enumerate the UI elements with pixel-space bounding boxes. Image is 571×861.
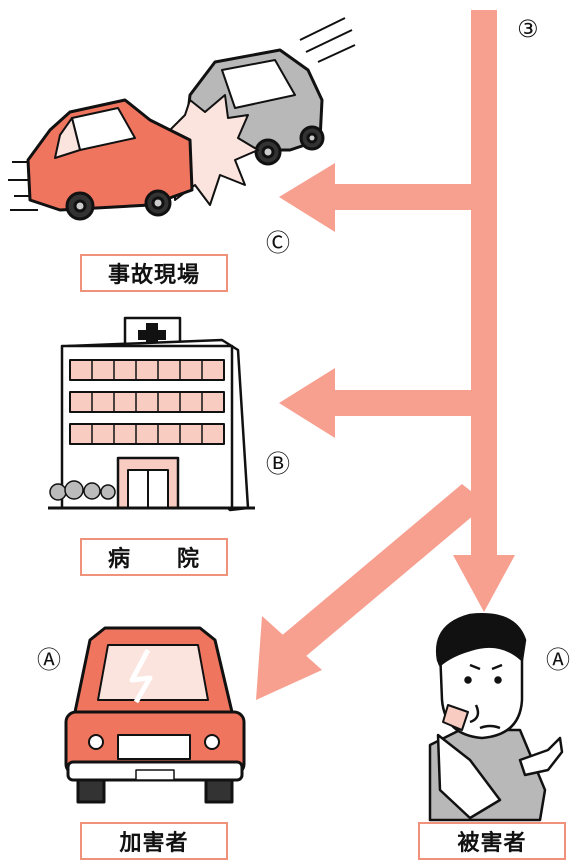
red-cross-icon: [138, 323, 166, 344]
label-perpetrator: 加害者: [80, 822, 228, 860]
accident-site-arrowhead: [279, 163, 335, 232]
marker-a-victim: Ⓐ: [546, 646, 570, 674]
victim-arrowhead: [453, 555, 515, 612]
accident-site-arrow-shaft: [325, 184, 475, 210]
label-accident-site: 事故現場: [80, 254, 228, 292]
hospital-arrowhead: [279, 368, 335, 438]
windshield: [97, 644, 209, 701]
perpetrator-car-illustration: [64, 626, 246, 804]
marker-c: Ⓒ: [266, 229, 290, 257]
perpetrator-arrowhead: [256, 616, 322, 700]
victim-illustration: [428, 613, 564, 822]
main-trunk-arrow: [471, 10, 497, 555]
hair: [435, 613, 527, 667]
arm-sling: [436, 733, 502, 820]
bandage: [442, 704, 469, 731]
hospital-illustration: [48, 316, 255, 512]
car-crash-illustration: [8, 17, 356, 221]
label-victim: 被害者: [418, 822, 566, 860]
marker-b: Ⓑ: [266, 450, 290, 478]
shrubs: [49, 480, 116, 501]
marker-a-perpetrator: Ⓐ: [37, 646, 61, 674]
speed-lines: [8, 17, 356, 211]
perpetrator-arrow-shaft: [280, 484, 487, 657]
arrow-network: [256, 10, 515, 700]
label-hospital: 病 院: [80, 538, 228, 576]
pointing-hand: [518, 736, 564, 777]
marker-three: ③: [517, 15, 539, 43]
hospital-arrow-shaft: [325, 390, 475, 416]
